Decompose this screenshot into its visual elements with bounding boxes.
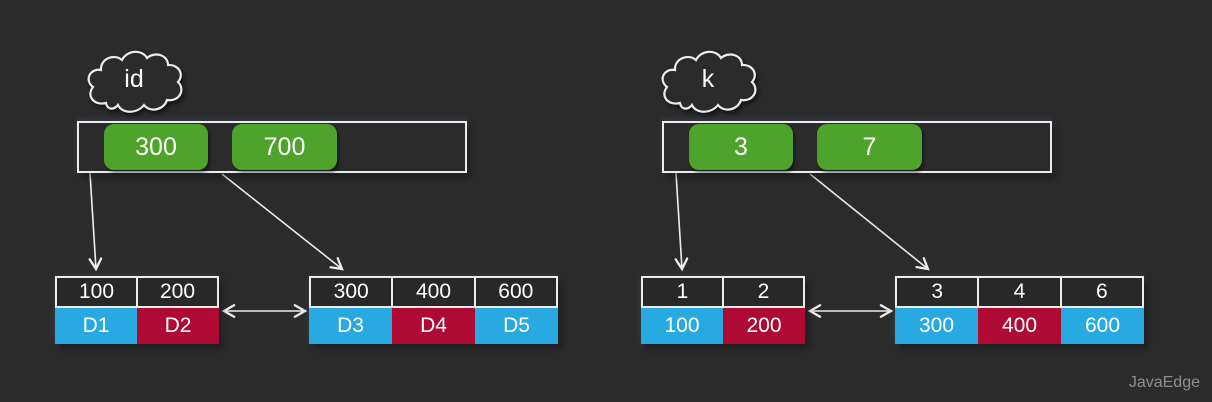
leaf-key-cell: 6 xyxy=(1061,276,1144,308)
left-index-to-leaf2-arrow xyxy=(221,173,344,271)
left-index-key-700: 700 xyxy=(232,124,337,170)
leaf-key-cell: 200 xyxy=(138,276,219,308)
right-cloud-label: k xyxy=(701,65,715,93)
left-index-node: 300 700 xyxy=(77,121,467,173)
right-index-key-3: 3 xyxy=(689,124,793,170)
leaf-key-cell: 3 xyxy=(895,276,980,308)
leaf-data-cell: D2 xyxy=(137,308,219,344)
leaf-key-cell: 300 xyxy=(309,276,394,308)
left-index-to-leaf1-arrow xyxy=(88,172,103,272)
left-leaf-node-2: 300 400 600 D3 D4 D5 xyxy=(309,276,558,344)
watermark: JavaEdge xyxy=(1128,374,1200,391)
leaf-key-cell: 400 xyxy=(393,276,476,308)
cloud-icon xyxy=(661,50,757,113)
right-index-key-7: 7 xyxy=(817,124,922,170)
leaf-data-cell: 400 xyxy=(978,308,1061,344)
leaf-key-cell: 100 xyxy=(55,276,138,308)
leaf-data-cell: 300 xyxy=(895,308,978,344)
leaf-key-cell: 1 xyxy=(641,276,724,308)
right-index-to-leaf1-arrow xyxy=(674,172,689,272)
leaf-data-cell: 100 xyxy=(641,308,723,344)
right-index-to-leaf2-arrow xyxy=(809,173,930,271)
leaf-data-cell: D3 xyxy=(309,308,392,344)
right-leaf-node-1: 1 2 100 200 xyxy=(641,276,805,344)
left-leaf-node-1: 100 200 D1 D2 xyxy=(55,276,219,344)
leaf-data-cell: D5 xyxy=(475,308,558,344)
leaf-data-cell: 600 xyxy=(1061,308,1144,344)
left-index-key-300: 300 xyxy=(104,124,208,170)
right-leaf-node-2: 3 4 6 300 400 600 xyxy=(895,276,1144,344)
leaf-key-cell: 2 xyxy=(724,276,805,308)
leaf-data-cell: 200 xyxy=(723,308,805,344)
leaf-data-cell: D1 xyxy=(55,308,137,344)
leaf-data-cell: D4 xyxy=(392,308,475,344)
leaf-key-cell: 600 xyxy=(475,276,558,308)
left-cloud-label: id xyxy=(124,65,144,93)
cloud-icon xyxy=(87,50,183,113)
right-index-node: 3 7 xyxy=(662,121,1052,173)
leaf-key-cell: 4 xyxy=(979,276,1062,308)
